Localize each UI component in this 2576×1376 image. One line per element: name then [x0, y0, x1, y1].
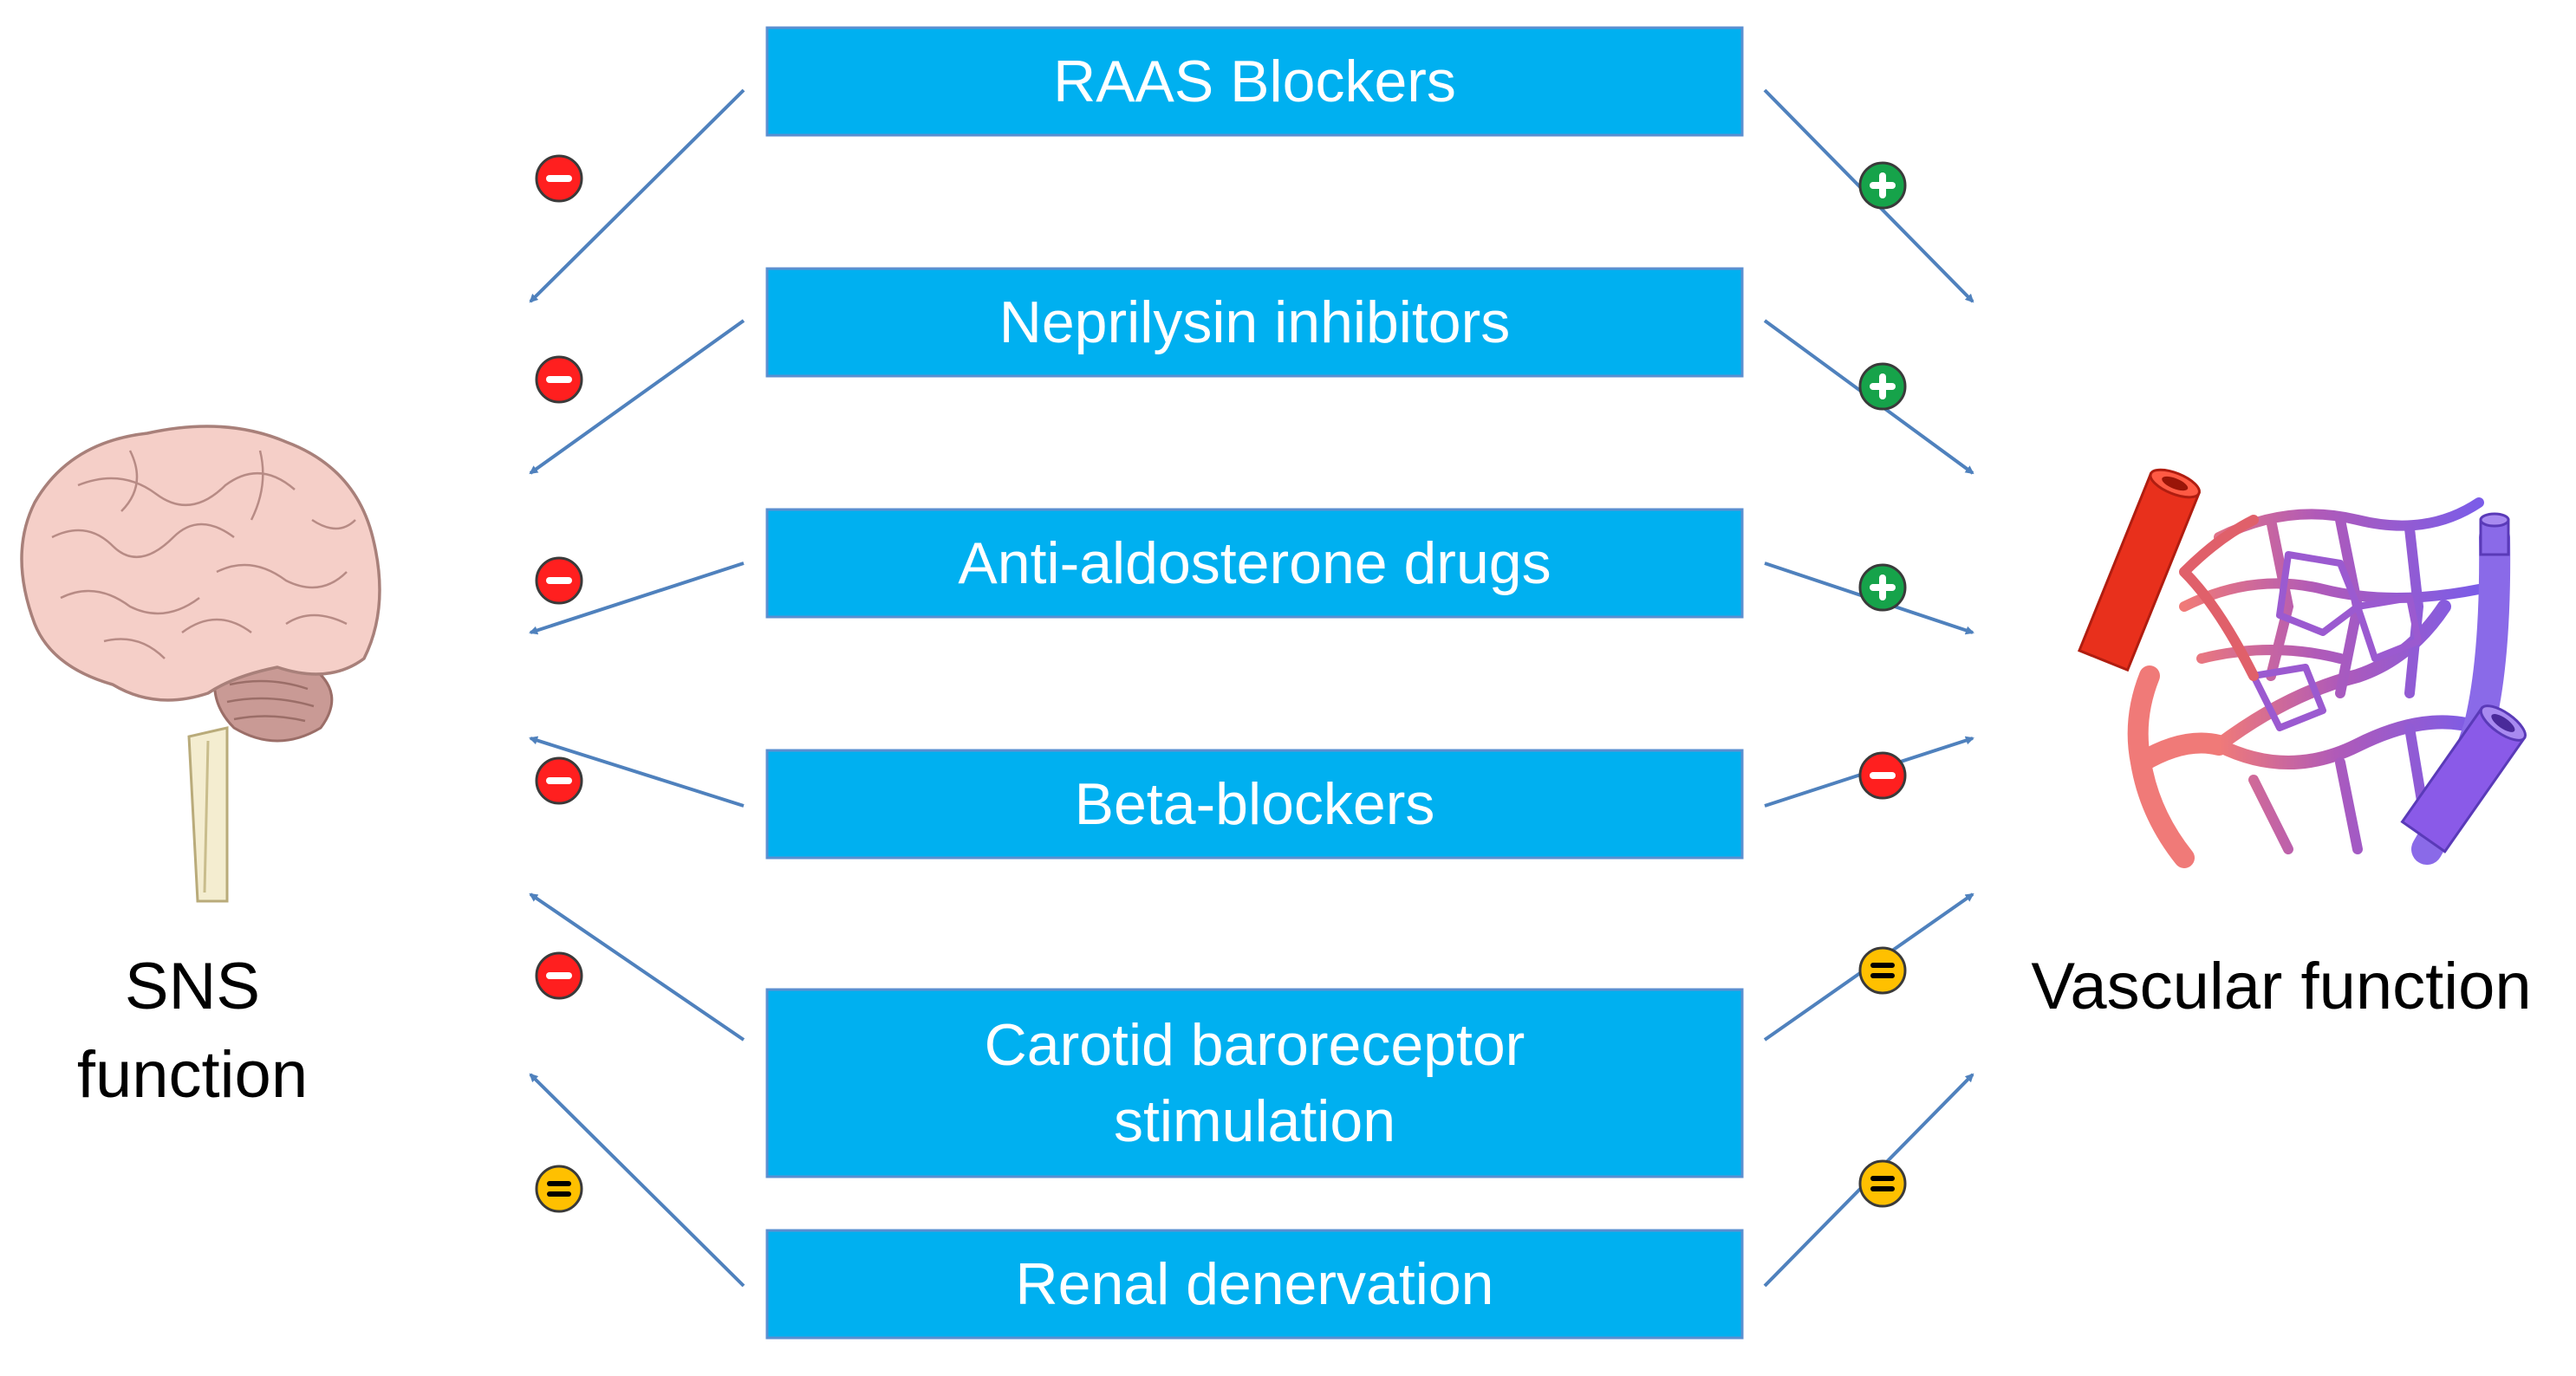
intervention-neprilysin-inhibitors: Neprilysin inhibitors — [529, 267, 1974, 475]
intervention-box — [765, 508, 1744, 619]
intervention-label: Renal denervation — [1016, 1251, 1494, 1317]
sns-effect-sign — [535, 1165, 583, 1213]
blood-vessels-icon — [2078, 468, 2527, 868]
intervention-raas-blockers: RAAS Blockers — [529, 26, 1974, 303]
sns-effect-sign — [535, 556, 583, 605]
intervention-box — [765, 988, 1744, 1178]
intervention-label: RAAS Blockers — [1053, 49, 1456, 114]
sns-effect-arrow — [529, 561, 745, 635]
sns-effect-arrow — [529, 319, 745, 475]
vascular-effect-sign — [1858, 1159, 1907, 1208]
intervention-label: Beta-blockers — [1075, 771, 1435, 837]
sns-effect-arrow — [529, 88, 745, 303]
vascular-effect-sign — [1858, 946, 1907, 995]
intervention-carotid-baroreceptor-stimulation: Carotid baroreceptor stimulation — [529, 892, 1974, 1178]
sns-function-label-line: function — [77, 1038, 308, 1112]
vascular-function-label-line: Vascular function — [2031, 950, 2531, 1023]
sns-effect-sign — [535, 154, 583, 203]
brain-icon — [20, 425, 381, 903]
sns-function-label-line: SNS — [125, 950, 260, 1023]
intervention-box — [765, 26, 1744, 137]
vascular-function-label: Vascular function — [2031, 950, 2531, 1023]
intervention-label: Carotid baroreceptor — [985, 1012, 1525, 1078]
sns-effect-arrow — [529, 1073, 745, 1288]
intervention-box — [765, 267, 1744, 378]
intervention-renal-denervation: Renal denervation — [529, 1073, 1974, 1340]
intervention-label: Neprilysin inhibitors — [999, 289, 1511, 355]
intervention-box — [765, 749, 1744, 860]
sns-function-label: SNS function — [77, 950, 308, 1112]
intervention-box — [765, 1229, 1744, 1340]
intervention-anti-aldosterone-drugs: Anti-aldosterone drugs — [529, 508, 1974, 635]
sns-effect-sign — [535, 756, 583, 805]
vascular-effect-sign — [1858, 563, 1907, 612]
sns-effect-sign — [535, 355, 583, 404]
sns-effect-arrow — [529, 892, 745, 1042]
vascular-effect-sign — [1858, 161, 1907, 210]
sns-effect-sign — [535, 951, 583, 1000]
intervention-label: Anti-aldosterone drugs — [958, 530, 1551, 596]
vascular-effect-sign — [1858, 362, 1907, 411]
intervention-beta-blockers: Beta-blockers — [529, 736, 1974, 860]
intervention-label: stimulation — [1114, 1088, 1395, 1154]
vascular-effect-sign — [1858, 751, 1907, 800]
sns-effect-arrow — [529, 736, 745, 808]
